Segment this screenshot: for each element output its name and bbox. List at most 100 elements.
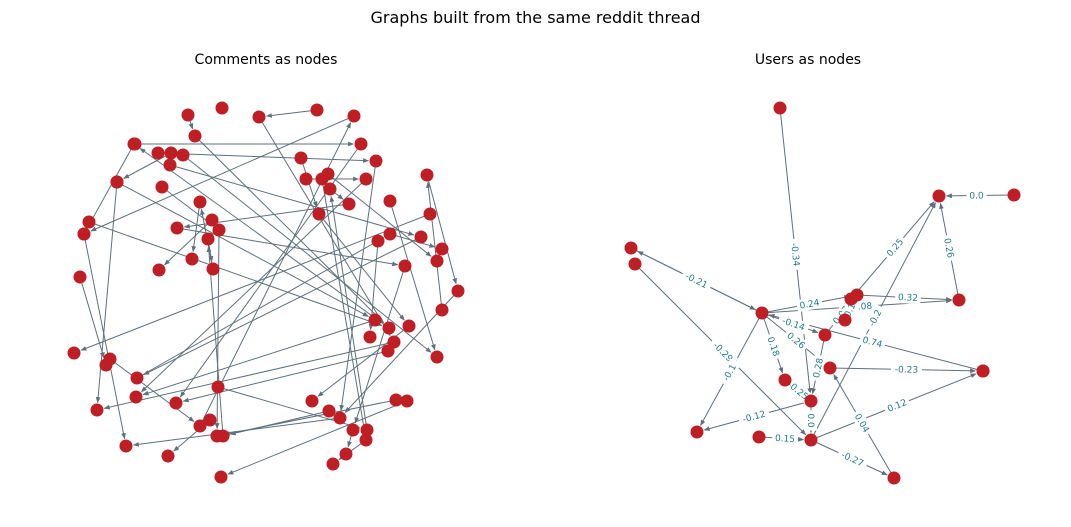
user-node xyxy=(624,241,638,255)
comment-node xyxy=(185,252,199,266)
edge-label: 0.32 xyxy=(894,290,922,305)
user-node xyxy=(773,101,787,115)
comment-edge xyxy=(80,213,431,351)
edge-label: 0.15 xyxy=(771,431,799,446)
comment-graph-nodes xyxy=(67,101,465,484)
comment-edge xyxy=(109,358,195,422)
user-node xyxy=(844,292,858,306)
comment-edge xyxy=(321,178,367,434)
user-node xyxy=(887,471,901,485)
comment-node xyxy=(161,449,175,463)
user-node xyxy=(628,257,642,271)
edge-label: -0.23 xyxy=(890,363,923,376)
comment-edge xyxy=(116,181,369,317)
user-node xyxy=(976,364,990,378)
comment-node xyxy=(310,103,324,117)
user-node xyxy=(804,394,818,408)
edge-weight-label: -0.23 xyxy=(895,365,918,375)
comment-node xyxy=(333,411,347,425)
comment-edge xyxy=(83,233,126,440)
edge-label: 0.28 xyxy=(809,354,827,382)
edge-weight-label: 0.24 xyxy=(799,298,821,312)
comment-node xyxy=(381,344,395,358)
comment-node xyxy=(402,319,416,333)
comment-edge xyxy=(389,200,436,351)
comment-node xyxy=(398,259,412,273)
user-graph-edges xyxy=(630,107,1015,479)
comment-edge xyxy=(143,236,422,376)
comment-node xyxy=(201,232,215,246)
edge-weight-label: -0.12 xyxy=(742,410,767,426)
comment-node xyxy=(323,182,337,196)
comment-node xyxy=(294,151,308,165)
comment-edge xyxy=(227,400,408,475)
comment-node xyxy=(342,197,356,211)
comment-node xyxy=(414,230,428,244)
comment-node xyxy=(129,390,143,404)
comment-node xyxy=(435,303,449,317)
comment-edge xyxy=(194,135,385,324)
comment-node xyxy=(339,447,353,461)
comment-node xyxy=(119,439,133,453)
comment-edge xyxy=(132,417,341,447)
comment-edge xyxy=(161,186,214,226)
comment-edge xyxy=(426,181,443,311)
comment-node xyxy=(206,262,220,276)
comment-node xyxy=(305,394,319,408)
comment-edge xyxy=(123,152,172,179)
comment-edge xyxy=(206,245,224,437)
edge-weight-label: 0.0 xyxy=(969,191,984,201)
user-node xyxy=(1007,188,1021,202)
comment-node xyxy=(299,172,313,186)
comment-node xyxy=(164,146,178,160)
comment-edge xyxy=(327,173,432,257)
user-node xyxy=(838,313,852,327)
left-panel-title: Comments as nodes xyxy=(194,52,338,68)
comment-node xyxy=(371,234,385,248)
comment-node xyxy=(176,148,190,162)
comment-node xyxy=(205,213,219,227)
edge-weight-label: 0.18 xyxy=(765,336,781,358)
comment-node xyxy=(216,429,230,443)
comment-node xyxy=(383,227,397,241)
comment-edge xyxy=(426,174,457,285)
edge-label: 0.0 xyxy=(805,410,817,431)
right-panel-title: Users as nodes xyxy=(754,52,862,68)
comment-node xyxy=(368,313,382,327)
user-node xyxy=(823,361,837,375)
comment-node xyxy=(326,457,340,471)
comment-node xyxy=(212,223,226,237)
comment-node xyxy=(382,321,396,335)
comment-edge xyxy=(136,237,385,379)
comment-edge xyxy=(258,116,391,337)
comment-node xyxy=(193,419,207,433)
comment-node xyxy=(354,137,368,151)
comment-node xyxy=(369,154,383,168)
comment-edge xyxy=(164,219,213,266)
comment-node xyxy=(322,404,336,418)
comment-node xyxy=(67,346,81,360)
comment-node xyxy=(155,180,169,194)
comment-node xyxy=(389,393,403,407)
comment-node xyxy=(430,254,444,268)
edge-weight-label: -0.27 xyxy=(839,451,864,470)
comment-edge xyxy=(157,152,370,163)
comment-graph-edges xyxy=(79,109,459,475)
comment-node xyxy=(110,175,124,189)
comment-node xyxy=(435,242,449,256)
edge-label: -0.21 xyxy=(679,268,714,293)
comment-node xyxy=(82,215,96,229)
user-node xyxy=(755,306,769,320)
comment-edge xyxy=(141,178,367,393)
edge-weight-label: 0.32 xyxy=(898,293,919,304)
comment-node xyxy=(188,129,202,143)
comment-node xyxy=(423,207,437,221)
edge-weight-label: 0.0 xyxy=(805,413,815,428)
comment-edge xyxy=(354,265,406,424)
comment-node xyxy=(360,423,374,437)
user-node xyxy=(690,425,704,439)
comment-node xyxy=(363,330,377,344)
comment-edge xyxy=(318,213,405,321)
comment-edge xyxy=(139,147,390,329)
